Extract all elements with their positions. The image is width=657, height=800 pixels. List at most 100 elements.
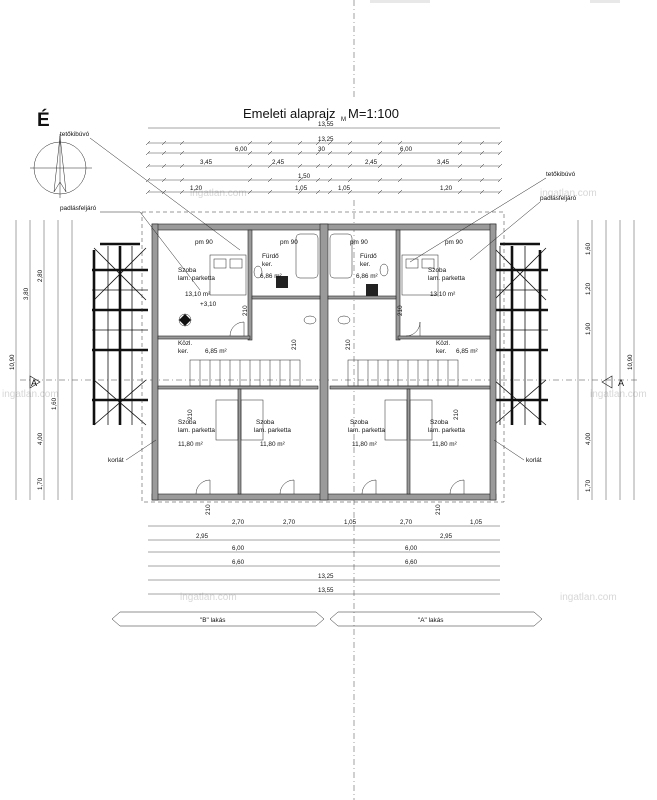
- dimension-tick: [247, 140, 253, 146]
- dimension-tick: [267, 140, 273, 146]
- room-floor: lam. parketta: [348, 427, 385, 434]
- roof-edge-outline: [141, 211, 505, 503]
- dimension-tick: [315, 150, 321, 156]
- dimension-chain-bottom: 2,70 2,70 1,05 2,70 1,05 2,95 2,95 6,00 …: [148, 519, 500, 595]
- dimension-tick: [377, 163, 383, 169]
- dim-label: 6,00: [405, 545, 418, 552]
- dimension-tick: [479, 177, 485, 183]
- dimension-tick: [179, 140, 185, 146]
- dimension-tick: [179, 189, 185, 195]
- dimension-tick: [179, 150, 185, 156]
- dimension-tick: [247, 163, 253, 169]
- dim-label: 6,60: [232, 559, 245, 566]
- dimension-tick: [297, 177, 303, 183]
- sink-a: [337, 315, 351, 325]
- dim-label: 1,60: [51, 397, 58, 410]
- room-area: 11,80 m²: [178, 441, 203, 448]
- dimension-tick: [161, 163, 167, 169]
- callout-label: korlát: [108, 457, 124, 464]
- door-tag: 210: [291, 339, 298, 350]
- shower-b: [276, 276, 288, 288]
- room-name: Fürdő: [360, 253, 377, 260]
- room-floor: ker.: [436, 348, 447, 355]
- dim-label: 13,25: [318, 136, 334, 143]
- attic-hatch-symbol: [178, 313, 192, 327]
- dimension-tick: [297, 163, 303, 169]
- dim-label: 1,20: [440, 185, 453, 192]
- dimension-tick: [161, 140, 167, 146]
- room-floor: lam. parketta: [178, 427, 215, 434]
- room-name: Szoba: [350, 419, 369, 426]
- dimension-tick: [327, 189, 333, 195]
- dimension-tick: [479, 189, 485, 195]
- dim-label: 10,90: [627, 354, 634, 370]
- room-a-bedroom-top: pm 90 Szoba lam. parketta 13,10 m²: [428, 239, 465, 298]
- dim-label: 1,60: [585, 242, 592, 255]
- dim-label: 2,95: [440, 533, 453, 540]
- room-area: 13,10 m²: [185, 291, 210, 298]
- top-artifact: [370, 0, 430, 3]
- dimension-tick: [479, 163, 485, 169]
- dimension-tick: [347, 189, 353, 195]
- room-area: 13,10 m²: [430, 291, 455, 298]
- section-label: A: [618, 378, 624, 388]
- callout-label: tetőkibúvó: [60, 131, 90, 138]
- dimension-chain-top: 13,55 13,25 3,45 6,00 30 6,00 3,45 2,45 …: [145, 121, 503, 195]
- roof-window-left: [92, 242, 148, 426]
- dimension-tick: [179, 177, 185, 183]
- dimension-chain-right: 10,90 1,60 1,20 1,90 4,00 1,70: [577, 220, 635, 500]
- callout-label: korlát: [526, 457, 542, 464]
- dim-label: 6,00: [235, 146, 248, 153]
- dimension-tick: [247, 177, 253, 183]
- apartment-label: "A" lakás: [418, 617, 444, 624]
- dim-label: 1,20: [585, 282, 592, 295]
- dimension-tick: [497, 163, 503, 169]
- callout-padlasfeljaro-left: padlásfeljáró: [60, 205, 201, 291]
- door-tag: 210: [453, 409, 460, 420]
- room-b-bedroom-1: Szoba lam. parketta 11,80 m²: [178, 419, 215, 448]
- dim-label: 1,50: [298, 173, 311, 180]
- room-floor: lam. parketta: [254, 427, 291, 434]
- room-b-bedroom-2: Szoba lam. parketta 11,80 m²: [254, 419, 291, 448]
- dimension-tick: [315, 163, 321, 169]
- dimension-tick: [327, 140, 333, 146]
- room-tag: pm 90: [280, 239, 298, 246]
- room-name: Fürdő: [262, 253, 279, 260]
- apartment-banner-a: "A" lakás: [329, 611, 543, 627]
- dim-label: 6,60: [405, 559, 418, 566]
- dimension-tick: [145, 189, 151, 195]
- dimension-tick: [145, 163, 151, 169]
- room-name: Szoba: [178, 419, 197, 426]
- room-area: 6,86 m²: [356, 273, 378, 280]
- dimension-tick: [457, 189, 463, 195]
- callout-label: padlásfeljáró: [60, 205, 97, 212]
- dimension-tick: [267, 150, 273, 156]
- dimension-tick: [327, 177, 333, 183]
- north-label: É: [37, 109, 50, 131]
- door-tag: 210: [397, 305, 404, 316]
- dim-label: 6,00: [232, 545, 245, 552]
- door-tag: 210: [242, 305, 249, 316]
- dimension-tick: [327, 163, 333, 169]
- room-name: Közl.: [178, 340, 192, 347]
- callout-tetokibuvo-left: tetőkibúvó: [60, 131, 241, 251]
- apartment-label: "B" lakás: [200, 617, 226, 624]
- room-name: Szoba: [428, 267, 447, 274]
- dimension-tick: [497, 150, 503, 156]
- sink-b: [303, 315, 317, 325]
- title-text: Emeleti alaprajz: [243, 106, 336, 121]
- room-tag: pm 90: [445, 239, 463, 246]
- bed-b-top: [209, 254, 247, 296]
- north-needle: [53, 135, 67, 193]
- door-tag: 210: [435, 504, 442, 515]
- dim-label: 13,55: [318, 587, 334, 594]
- dimension-tick: [347, 140, 353, 146]
- dim-label: 2,45: [365, 159, 378, 166]
- section-marker-left: A: [29, 375, 41, 389]
- room-floor: lam. parketta: [428, 275, 465, 282]
- party-wall: [319, 223, 329, 501]
- dim-label: 1,05: [344, 519, 357, 526]
- toilet-a: [379, 263, 389, 277]
- room-floor: lam. parketta: [428, 427, 465, 434]
